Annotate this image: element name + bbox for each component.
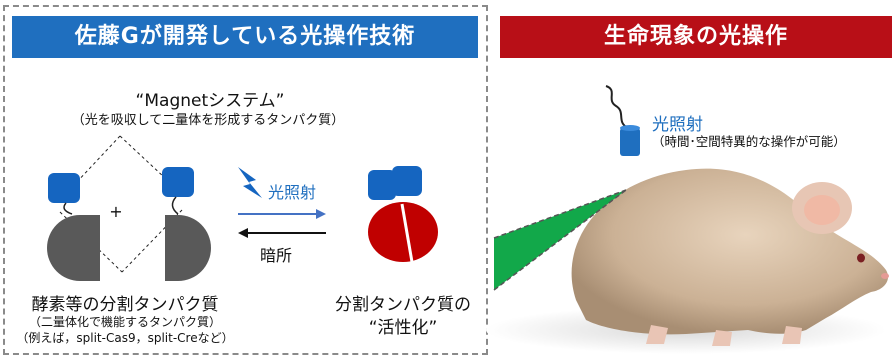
magnet-blue-dimer-b xyxy=(392,166,422,196)
lightning-icon xyxy=(238,167,262,198)
magnet-blue-left xyxy=(48,173,80,203)
introduction-arrow xyxy=(493,189,627,291)
dark-label: 暗所 xyxy=(260,246,293,265)
magnet-blue-right xyxy=(162,167,194,197)
magnet-description: （光を吸収して二量体を形成するタンパク質） xyxy=(71,113,345,128)
activated-line-1: 分割タンパク質の xyxy=(335,295,471,315)
magnet-title: “Magnetシステム” xyxy=(135,91,285,111)
split-protein-examples: （例えば，split-Cas9，split-Creなど） xyxy=(16,331,234,345)
right-light-description: （時間･空間特異的な操作が可能） xyxy=(652,134,846,149)
split-protein-title: 酵素等の分割タンパク質 xyxy=(31,295,219,315)
enzyme-gray-right xyxy=(165,215,211,281)
protein-diagram xyxy=(47,135,438,281)
enzyme-gray-left xyxy=(47,215,100,281)
right-panel-title: 生命現象の光操作 xyxy=(500,16,892,58)
split-protein-description: （二量体化で機能するタンパク質） xyxy=(28,315,221,329)
right-light-label: 光照射 xyxy=(652,115,703,135)
mouse-illustration xyxy=(486,130,896,360)
optical-fiber-icon xyxy=(605,85,640,156)
activated-line-2: “活性化” xyxy=(368,318,438,338)
light-irradiation-label: 光照射 xyxy=(268,183,317,202)
left-panel-frame xyxy=(3,5,488,355)
magnet-blue-dimer-a xyxy=(368,170,396,200)
plus-sign: + xyxy=(109,202,123,221)
left-panel-title: 佐藤Gが開発している光操作技術 xyxy=(12,16,478,58)
enzyme-red-dimer xyxy=(368,202,438,262)
